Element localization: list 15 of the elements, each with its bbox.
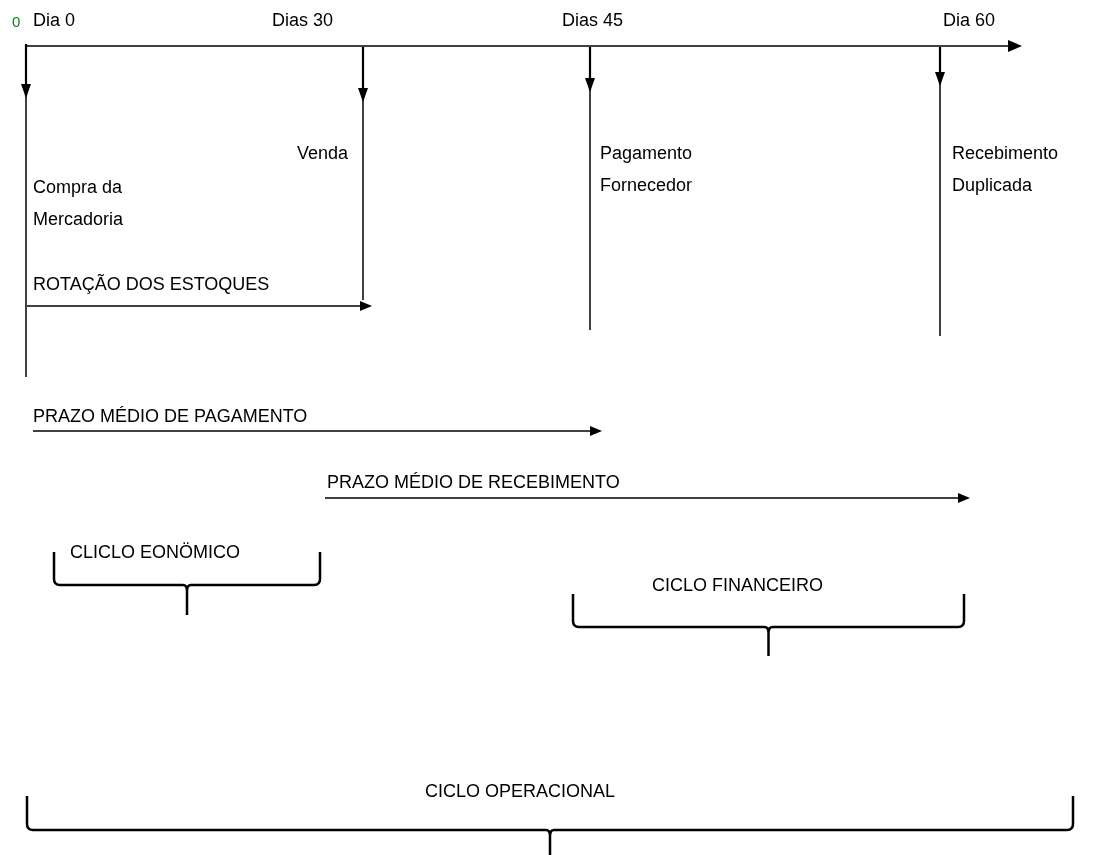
event-label: Venda [295, 142, 348, 165]
period-label: ROTAÇÃO DOS ESTOQUES [33, 273, 270, 296]
event-label: Pagamento Fornecedor [600, 142, 694, 197]
period-label: PRAZO MÉDIO DE PAGAMENTO [33, 405, 308, 428]
day-label: Dia 60 [943, 9, 996, 32]
event-label: Compra da Mercadoria [33, 176, 125, 231]
cycle-label: CICLO OPERACIONAL [425, 780, 616, 803]
day-label: Dias 45 [562, 9, 624, 32]
cycle-label: CLICLO EONÖMICO [70, 541, 241, 564]
day-label: Dias 30 [272, 9, 334, 32]
day-label: Dia 0 [33, 9, 76, 32]
period-label: PRAZO MÉDIO DE RECEBIMENTO [327, 471, 620, 494]
cycle-label: CICLO FINANCEIRO [652, 574, 824, 597]
event-label: Recebimento Duplicada [952, 142, 1060, 197]
origin-label: 0 [12, 12, 21, 32]
